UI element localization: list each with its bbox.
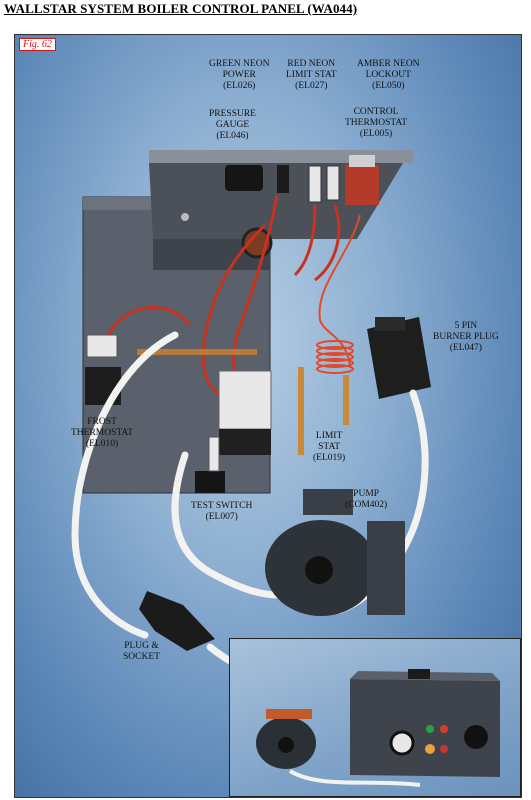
page-title: WALLSTAR SYSTEM BOILER CONTROL PANEL (WA… [4, 1, 358, 16]
red-neon-label: RED NEON LIMIT STAT (EL027) [286, 59, 337, 91]
wire-red-4 [314, 204, 341, 282]
control-tray-top [149, 150, 413, 163]
limit-stat-phial [298, 367, 304, 455]
pump-rotor [305, 556, 333, 584]
frost-thermostat-body [85, 367, 121, 405]
inset-burner-plug [408, 669, 430, 679]
inset-pump-label-band [266, 709, 312, 719]
pump-top-fitting [303, 489, 353, 515]
inset-green-neon [426, 725, 434, 733]
control-tray-side [153, 239, 270, 270]
control-thermostat-body [345, 165, 379, 205]
limit-stat-capillary [318, 214, 361, 366]
copper-pipe [137, 349, 257, 355]
inset-thermostat-knob [464, 725, 488, 749]
control-thermostat-label: CONTROL THERMOSTAT (EL005) [345, 107, 408, 139]
amber-neon-lamp [326, 165, 340, 201]
pump-motor-housing [367, 521, 405, 615]
panel-screw [181, 213, 189, 221]
pump-label: PUMP (COM402) [345, 489, 388, 510]
plug-socket-label: PLUG & SOCKET [123, 641, 160, 662]
inset-illustration [256, 669, 500, 787]
cable-left [71, 331, 179, 639]
test-switch-terminals [208, 436, 220, 472]
burner-plug-pins [375, 317, 405, 331]
red-neon-lamp [308, 165, 322, 203]
green-neon-lamp [277, 165, 289, 193]
test-switch-label: TEST SWITCH (EL007) [191, 501, 253, 522]
inset-pump-rotor [278, 737, 294, 753]
figure-label: Fig. 62 [19, 38, 56, 51]
green-neon-label: GREEN NEON POWER (EL026) [209, 59, 270, 91]
frost-thermostat-label: FROST THERMOSTAT (EL010) [71, 417, 134, 449]
frost-thermostat-terminals [86, 334, 118, 358]
control-thermostat-knob [349, 155, 375, 167]
inset-test-button [440, 745, 448, 753]
terminal-block [218, 370, 272, 430]
inset-pressure-gauge [389, 730, 415, 756]
inset-cable [288, 769, 421, 787]
terminal-block-base [219, 429, 271, 455]
test-switch-body [195, 471, 225, 493]
burner-plug-label: 5 PIN BURNER PLUG (EL047) [433, 321, 499, 353]
burner-plug-body [367, 317, 431, 399]
inset-red-neon [440, 725, 448, 733]
pressure-gauge-body [225, 165, 263, 191]
assembled-unit-inset [229, 638, 521, 797]
wire-red-1 [201, 223, 267, 397]
inset-control-box [350, 679, 500, 777]
pressure-gauge-label: PRESSURE GAUGE (EL046) [209, 109, 256, 141]
cable-pump [171, 451, 281, 599]
limit-stat-bulb [343, 375, 349, 425]
wire-red-5 [103, 306, 192, 346]
plug-socket-body [139, 591, 215, 651]
wire-red-3 [293, 204, 317, 277]
amber-neon-label: AMBER NEON LOCKOUT (EL050) [357, 59, 420, 91]
control-panel-photo: Fig. 62 [14, 34, 522, 798]
limit-stat-label: LIMIT STAT (EL019) [313, 431, 346, 463]
inset-amber-neon [425, 744, 435, 754]
limit-stat-coil [316, 340, 354, 374]
photo-illustration [71, 150, 431, 687]
